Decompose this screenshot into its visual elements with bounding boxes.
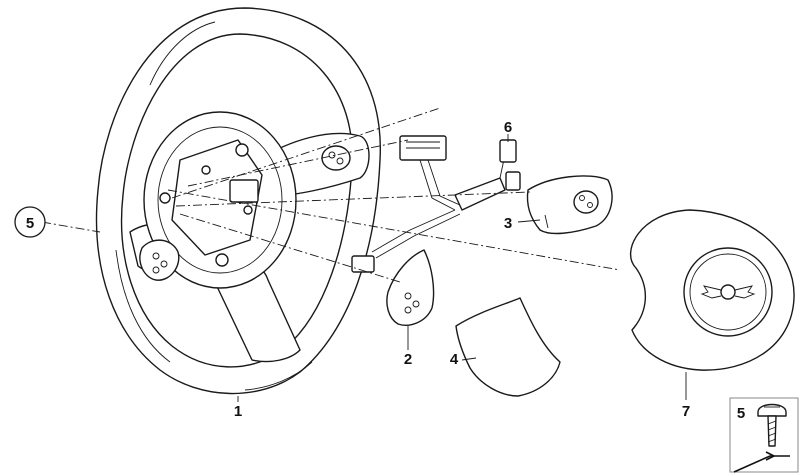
- switch-cover-lower[interactable]: [455, 297, 561, 397]
- arrow-icon: [733, 451, 790, 473]
- callout-wiring-harness: 6: [504, 119, 512, 136]
- screw-icon: [757, 403, 787, 447]
- callout-airbag-module: 7: [682, 403, 690, 420]
- airbag-module[interactable]: [630, 209, 795, 371]
- wings-logo-icon: [700, 284, 756, 300]
- wiring-harness[interactable]: [351, 135, 521, 273]
- callout-switch-cover-upper: 3: [504, 215, 512, 232]
- callout-switch-cover-lower: 4: [450, 351, 459, 368]
- switch-cover-upper[interactable]: [526, 175, 613, 235]
- callout-screw-inset: 5: [737, 405, 745, 422]
- callout-multifunction-switch: 2: [404, 351, 412, 368]
- callout-5-bubble: 5: [14, 206, 46, 238]
- steering-wheel[interactable]: [95, 7, 381, 395]
- callout-steering-wheel: 1: [234, 403, 242, 420]
- screw-inset: [729, 397, 799, 473]
- callout-screw: 5: [26, 215, 34, 232]
- leader-lines: [237, 134, 687, 402]
- multifunction-switch[interactable]: [386, 249, 435, 326]
- assembly-lines: [41, 107, 621, 283]
